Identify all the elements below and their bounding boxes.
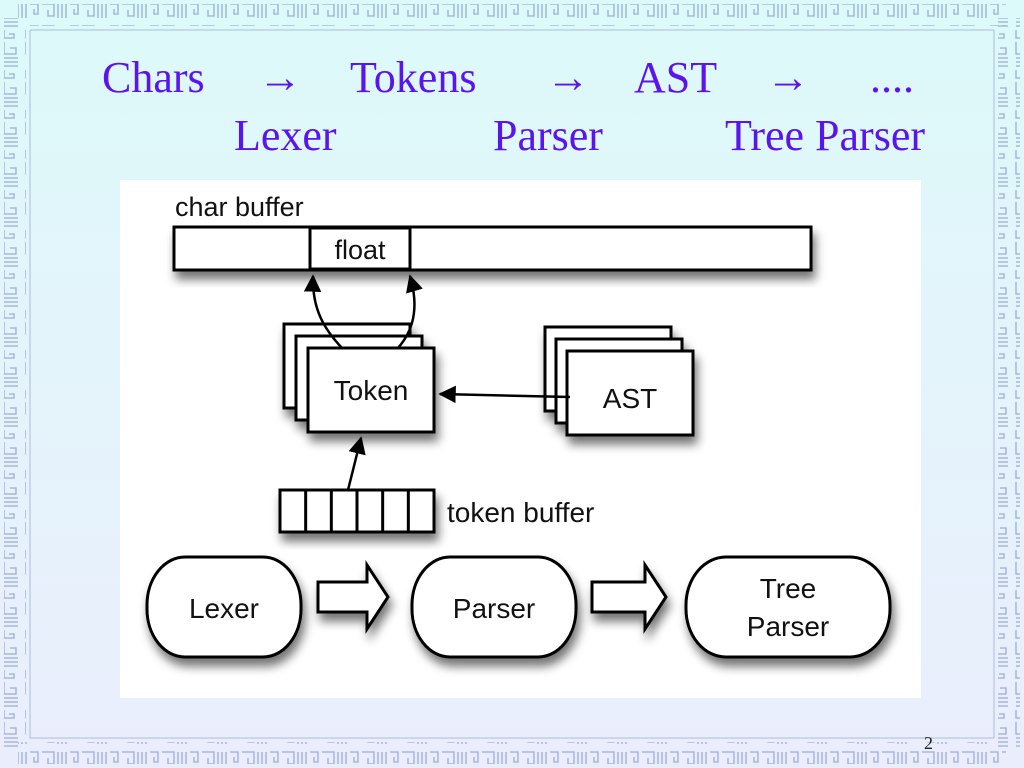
title-chars: Chars	[102, 53, 205, 102]
border-bottom	[18, 742, 1006, 764]
diagram-svg: char buffer float Token AST token buffer	[145, 192, 892, 659]
token-buffer-to-token-arrow	[346, 436, 366, 491]
title-arrow-1: →	[258, 53, 302, 102]
token-label: Token	[334, 375, 409, 406]
parser-node	[410, 555, 578, 659]
tree-parser-label-line2: Parser	[747, 611, 829, 642]
border-left	[4, 18, 26, 750]
lexer-node	[145, 555, 303, 659]
subtitle-tree-parser: Tree Parser	[725, 111, 925, 160]
token-card-front	[306, 346, 436, 434]
parser-label: Parser	[453, 593, 535, 624]
token-buffer-label: token buffer	[447, 497, 594, 528]
float-label: float	[334, 235, 386, 265]
subtitle-lexer: Lexer	[234, 111, 337, 160]
token-buffer-cells	[304, 490, 410, 532]
char-buffer	[172, 225, 813, 272]
diagram-panel: char buffer float Token AST token buffer	[120, 180, 921, 698]
ast-label: AST	[603, 383, 657, 414]
lexer-label: Lexer	[189, 593, 259, 624]
token-stack	[282, 322, 436, 434]
title-arrow-3: →	[766, 53, 810, 102]
tree-parser-node	[684, 555, 892, 659]
border-top	[18, 4, 1006, 26]
float-cell	[308, 226, 412, 271]
ast-to-token-arrow	[438, 385, 571, 404]
tree-parser-label-line1: Tree	[760, 573, 817, 604]
pipeline	[145, 555, 892, 659]
title-tokens: Tokens	[350, 53, 477, 102]
parser-to-tree-parser-arrow	[590, 559, 668, 635]
title-ast: AST	[634, 53, 718, 102]
ast-card-front	[565, 349, 695, 437]
subtitle-parser: Parser	[493, 111, 603, 160]
title-arrow-2: →	[546, 53, 590, 102]
title-ellipsis: ....	[870, 53, 914, 102]
token-to-float-arrow-right	[397, 274, 423, 349]
lexer-to-parser-arrow	[316, 559, 390, 635]
char-buffer-label: char buffer	[175, 192, 304, 222]
border-right	[998, 18, 1020, 750]
page-number: 2	[924, 733, 933, 753]
token-to-float-arrow-left	[303, 274, 343, 349]
ast-stack	[543, 325, 695, 437]
